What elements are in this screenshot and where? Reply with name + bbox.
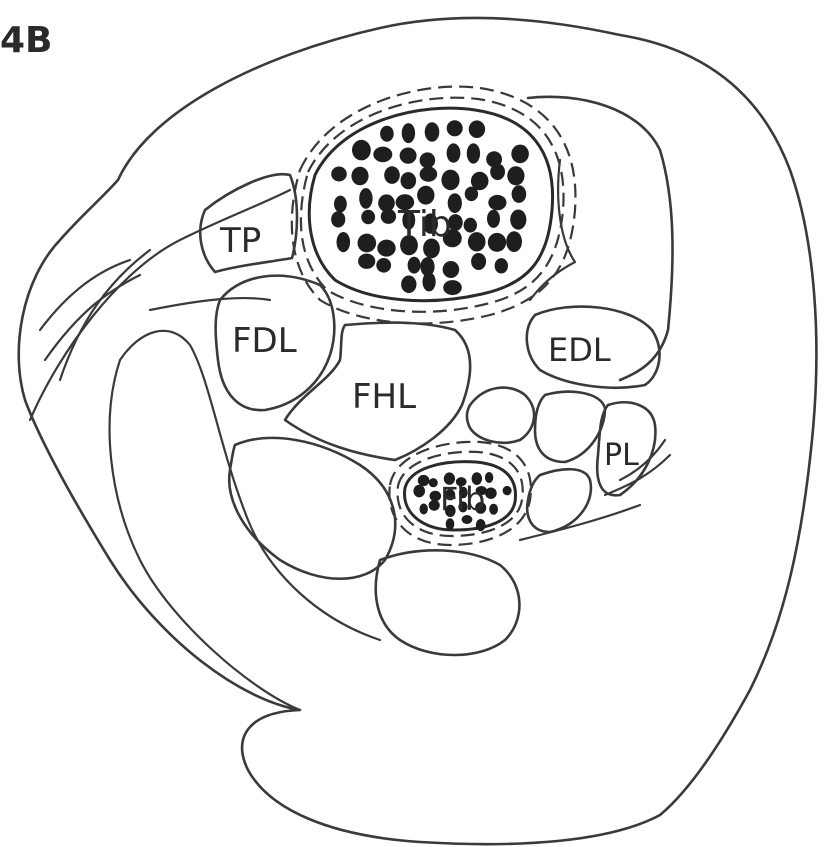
marrow-dot: [352, 140, 371, 161]
fascia-posterior-curve: [150, 298, 270, 310]
marrow-dot: [420, 504, 428, 515]
marrow-dot: [506, 231, 522, 252]
marrow-dot: [512, 185, 527, 203]
marrow-dot: [487, 210, 500, 228]
marrow-dot: [446, 518, 455, 530]
marrow-dot: [489, 504, 498, 515]
marrow-dot: [418, 475, 430, 486]
marrow-dot: [359, 188, 372, 209]
marrow-dot: [331, 211, 345, 227]
marrow-dot: [373, 147, 392, 163]
marrow-dot: [408, 257, 421, 274]
marrow-dot: [443, 261, 460, 278]
marrow-dot: [467, 143, 480, 163]
fibula-label: Fib: [440, 480, 485, 518]
marrow-dot: [465, 187, 478, 202]
marrow-dot: [485, 472, 493, 483]
marrow-dot: [485, 488, 497, 499]
marrow-dot: [417, 186, 434, 205]
marrow-dot: [495, 258, 508, 273]
marrow-dot: [447, 143, 461, 162]
marrow-dot: [420, 167, 438, 182]
marrow-dot: [429, 500, 440, 511]
marrow-dot: [468, 232, 486, 251]
tp-label: TP: [219, 221, 261, 261]
marrow-dot: [380, 126, 394, 142]
marrow-dot: [490, 164, 505, 181]
marrow-dot: [331, 167, 347, 182]
marrow-dot: [334, 196, 347, 213]
marrow-dot: [425, 122, 440, 141]
marrow-dot: [488, 233, 506, 252]
marrow-dot: [358, 234, 377, 253]
marrow-dot: [401, 172, 417, 189]
interosseous-line: [520, 505, 640, 540]
figure-label: 4B: [0, 20, 53, 61]
marrow-dot: [511, 145, 529, 164]
marrow-dot: [351, 167, 368, 186]
marrow-dot: [420, 152, 436, 168]
marrow-dot: [469, 120, 485, 138]
marrow-dot: [377, 240, 395, 257]
marrow-dot: [441, 170, 459, 191]
marrow-dot: [488, 195, 506, 210]
marrow-dot: [423, 272, 436, 291]
marrow-dot: [401, 276, 416, 294]
marrow-dot: [503, 486, 512, 495]
marrow-dot: [413, 485, 425, 498]
marrow-dot: [464, 218, 477, 233]
marrow-dot: [402, 123, 415, 143]
marrow-dot: [361, 210, 375, 224]
fascia-inner-lower: [110, 331, 380, 710]
marrow-dot: [384, 166, 400, 184]
fascia-left-hatch: [40, 260, 140, 360]
tibia-label: Tib: [397, 204, 452, 245]
peroneal-lower-compartment: [527, 469, 591, 532]
marrow-dot: [443, 280, 462, 295]
marrow-dot: [447, 120, 463, 136]
small-compartment-oval: [467, 388, 534, 443]
fhl-label: FHL: [352, 377, 416, 417]
edl-label: EDL: [548, 331, 611, 369]
fdl-label: FDL: [232, 321, 297, 361]
marrow-dot: [510, 210, 526, 230]
pl-label: PL: [604, 438, 639, 473]
marrow-dot: [429, 478, 438, 487]
peroneal-upper-compartment: [535, 392, 605, 462]
posterior-deep-compartment: [229, 438, 395, 579]
marrow-dot: [476, 519, 486, 531]
marrow-dot: [376, 258, 391, 273]
marrow-dot: [507, 166, 524, 185]
posterior-lower-compartment: [376, 550, 520, 655]
marrow-dot: [400, 148, 417, 164]
marrow-dot: [337, 232, 351, 252]
marrow-dot: [358, 254, 375, 269]
marrow-dot: [471, 253, 486, 270]
marrow-dot: [381, 209, 396, 224]
